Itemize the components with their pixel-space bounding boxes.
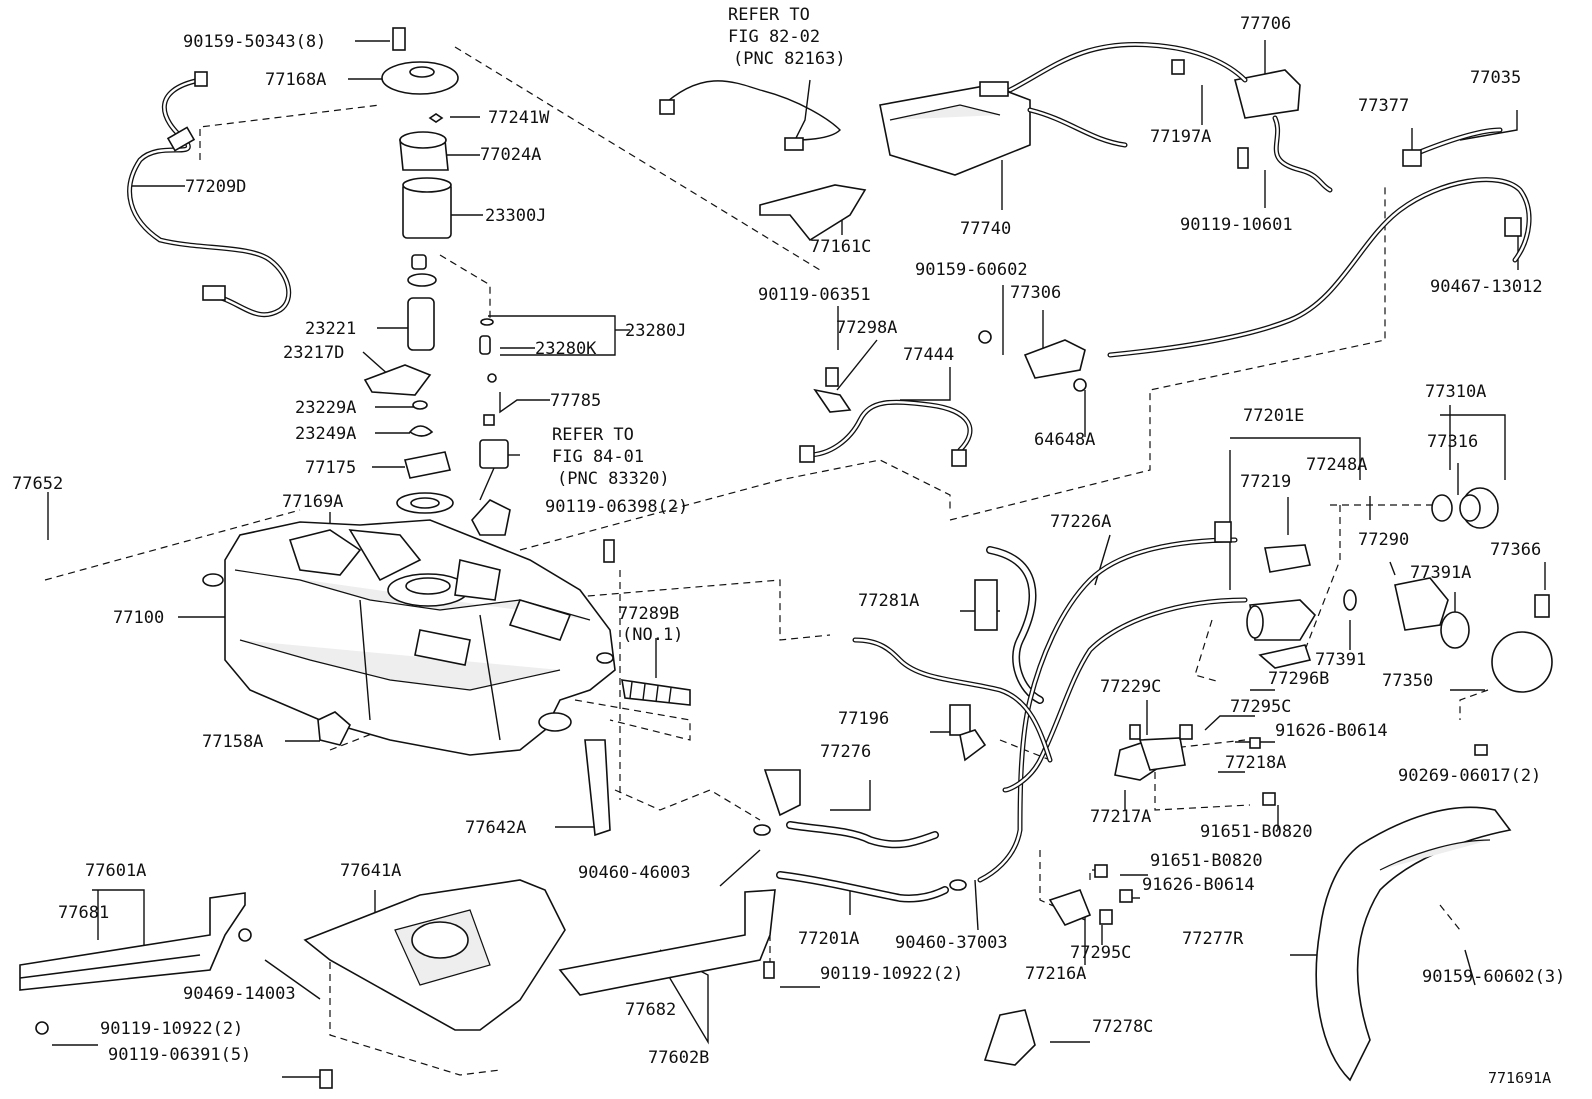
- part-label-77024a: 77024A: [480, 145, 541, 165]
- part-label-77652: 77652: [12, 474, 63, 494]
- part-label-77100: 77100: [113, 608, 164, 628]
- reference-note-fig-2: FIG 82-02: [728, 27, 820, 47]
- part-label-77168a: 77168A: [265, 70, 326, 90]
- part-label-77366: 77366: [1490, 540, 1541, 560]
- part-label-77298a: 77298A: [836, 318, 897, 338]
- part-label-90119-06391: 90119-06391(5): [108, 1045, 251, 1065]
- part-label-77377: 77377: [1358, 96, 1409, 116]
- leader-lines: [47, 40, 1546, 1078]
- part-label-90467-13012: 90467-13012: [1430, 277, 1543, 297]
- part-label-23280j: 23280J: [625, 321, 686, 341]
- part-label-90119-10601: 90119-10601: [1180, 215, 1293, 235]
- part-label-91626-b0614-mid: 91626-B0614: [1142, 875, 1255, 895]
- reference-note-fig: FIG 84-01: [552, 447, 644, 467]
- part-label-77310a: 77310A: [1425, 382, 1486, 402]
- part-label-90119-06351: 90119-06351: [758, 285, 871, 305]
- part-label-77601a: 77601A: [85, 861, 146, 881]
- assembly-dashed-lines: [44, 46, 1489, 1076]
- fuel-tank: [202, 519, 616, 756]
- reference-note-pnc-2: (PNC 82163): [733, 49, 846, 69]
- part-label-23280k: 23280K: [535, 339, 597, 359]
- part-label-77295c-top: 77295C: [1230, 697, 1291, 717]
- sender-gauge-and-pump-parts: [363, 61, 511, 536]
- part-label-77296b: 77296B: [1268, 669, 1329, 689]
- part-label-23221: 23221: [305, 319, 356, 339]
- part-label-77169a: 77169A: [282, 492, 343, 512]
- part-label-77706: 77706: [1240, 14, 1291, 34]
- filler-cap-and-lid: [1315, 487, 1553, 1082]
- reference-note-refer-to: REFER TO: [552, 425, 634, 445]
- part-label-77035: 77035: [1470, 68, 1521, 88]
- part-label-90119-06398: 90119-06398(2): [545, 497, 688, 517]
- part-label-23229a: 23229A: [295, 398, 356, 418]
- part-label-77681: 77681: [58, 903, 109, 923]
- reference-note-pnc: (PNC 83320): [557, 469, 670, 489]
- part-label-77316: 77316: [1427, 432, 1478, 452]
- part-label-77197a: 77197A: [1150, 127, 1211, 147]
- part-label-77740: 77740: [960, 219, 1011, 239]
- part-label-77217a: 77217A: [1090, 807, 1151, 827]
- part-label-90269-06017: 90269-06017(2): [1398, 766, 1541, 786]
- part-label-77158a: 77158A: [202, 732, 263, 752]
- part-label-no1: (NO.1): [622, 625, 683, 645]
- part-label-77226a: 77226A: [1050, 512, 1111, 532]
- part-label-90159-60602: 90159-60602: [915, 260, 1028, 280]
- part-label-91626-b0614-top: 91626-B0614: [1275, 721, 1388, 741]
- part-label-90469-14003: 90469-14003: [183, 984, 296, 1004]
- part-label-77201a: 77201A: [798, 929, 859, 949]
- tank-straps-and-protector: [19, 879, 776, 1089]
- part-label-77602b: 77602B: [648, 1048, 709, 1068]
- part-label-77444: 77444: [903, 345, 954, 365]
- part-label-77276: 77276: [820, 742, 871, 762]
- reference-note-refer-to-2: REFER TO: [728, 5, 810, 25]
- brackets-and-fasteners: [959, 724, 1276, 1066]
- part-label-77391: 77391: [1315, 650, 1366, 670]
- misc-left-parts: [317, 27, 691, 837]
- part-label-77209d: 77209D: [185, 177, 246, 197]
- part-label-77306: 77306: [1010, 283, 1061, 303]
- part-labels: 90159-50343(8) 77168A 77241W 77024A 7720…: [12, 5, 1565, 1087]
- part-label-23300j: 23300J: [485, 206, 546, 226]
- part-label-77290: 77290: [1358, 530, 1409, 550]
- part-label-90159-50343: 90159-50343(8): [183, 32, 326, 52]
- diagram-id: 771691A: [1488, 1069, 1551, 1087]
- part-label-77218a: 77218A: [1225, 753, 1286, 773]
- part-label-77641a: 77641A: [340, 861, 401, 881]
- fuel-tube-77209d: [127, 71, 292, 318]
- part-label-77642a: 77642A: [465, 818, 526, 838]
- part-label-77175: 77175: [305, 458, 356, 478]
- part-label-90460-37003: 90460-37003: [895, 933, 1008, 953]
- part-label-64648a: 64648A: [1034, 430, 1095, 450]
- part-label-90460-46003: 90460-46003: [578, 863, 691, 883]
- filler-pipe-and-hoses: [753, 521, 1317, 903]
- part-label-23217d: 23217D: [283, 343, 344, 363]
- charcoal-canister-area: [659, 41, 1532, 467]
- part-label-77785: 77785: [550, 391, 601, 411]
- part-label-90159-60602-3: 90159-60602(3): [1422, 967, 1565, 987]
- part-label-77219: 77219: [1240, 472, 1291, 492]
- part-label-90119-10922-left: 90119-10922(2): [100, 1019, 243, 1039]
- part-label-90119-10922-mid: 90119-10922(2): [820, 964, 963, 984]
- part-label-77201e: 77201E: [1243, 406, 1304, 426]
- part-label-91651-b0820-right: 91651-B0820: [1200, 822, 1313, 842]
- part-label-77295c-bottom: 77295C: [1070, 943, 1131, 963]
- part-label-77216a: 77216A: [1025, 964, 1086, 984]
- part-label-77278c: 77278C: [1092, 1017, 1153, 1037]
- part-label-77289b: 77289B: [618, 604, 679, 624]
- part-label-77248a: 77248A: [1306, 455, 1367, 475]
- part-label-77161c: 77161C: [810, 237, 871, 257]
- part-label-91651-b0820-mid: 91651-B0820: [1150, 851, 1263, 871]
- part-label-77682: 77682: [625, 1000, 676, 1020]
- part-label-77241w: 77241W: [488, 108, 550, 128]
- part-label-77277r: 77277R: [1182, 929, 1244, 949]
- part-label-77281a: 77281A: [858, 591, 919, 611]
- part-label-77196: 77196: [838, 709, 889, 729]
- part-label-77229c: 77229C: [1100, 677, 1161, 697]
- part-label-77350: 77350: [1382, 671, 1433, 691]
- part-label-23249a: 23249A: [295, 424, 356, 444]
- part-label-77391a: 77391A: [1410, 563, 1471, 583]
